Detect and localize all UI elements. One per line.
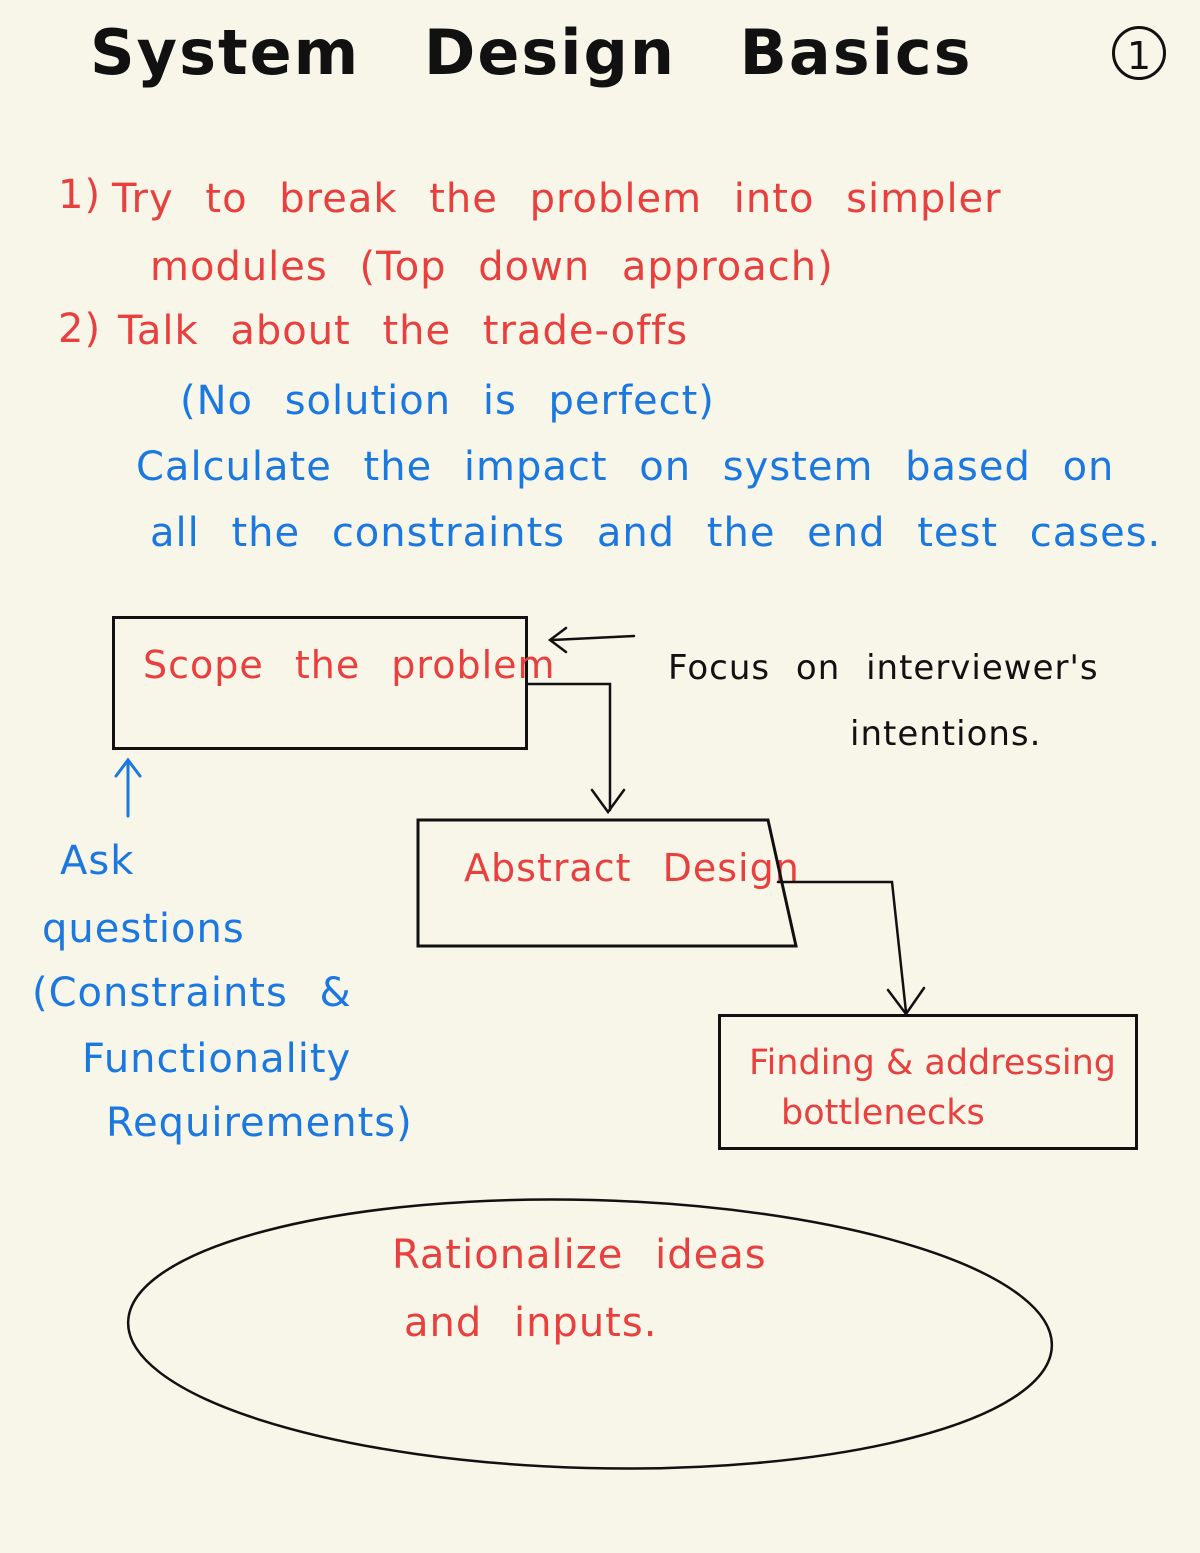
ask-line-1: Ask <box>60 838 135 884</box>
note-blue-line-2: all the constraints and the end test cas… <box>150 510 1162 556</box>
note-item-1-line-1: Try to break the problem into simpler <box>112 176 1002 222</box>
bottleneck-box-line-1: Finding & addressing <box>749 1043 1117 1083</box>
page-number-badge: 1 <box>1112 26 1166 80</box>
abstract-design-label: Abstract Design <box>464 846 800 890</box>
note-item-2-marker: 2) <box>58 306 102 352</box>
note-blue-line-1: Calculate the impact on system based on <box>136 444 1115 490</box>
page-title: System Design Basics <box>90 16 973 89</box>
scope-box: Scope the problem <box>112 616 555 750</box>
note-item-2-line-1: Talk about the trade-offs <box>118 308 689 354</box>
ask-line-3: (Constraints & <box>32 970 352 1016</box>
ellipse-line-1: Rationalize ideas <box>392 1232 767 1278</box>
focus-note-line-2: intentions. <box>850 714 1042 754</box>
rationalize-ellipse <box>126 1198 1054 1470</box>
note-item-1-marker: 1) <box>58 172 102 218</box>
note-item-2-line-2: (No solution is perfect) <box>180 378 715 424</box>
note-item-1-line-2: modules (Top down approach) <box>150 244 834 290</box>
ask-line-2: questions <box>42 906 245 952</box>
focus-arrow-icon <box>547 626 636 654</box>
focus-note-line-1: Focus on interviewer's <box>668 648 1099 688</box>
scope-box-label: Scope the problem <box>143 643 556 687</box>
ellipse-line-2: and inputs. <box>404 1300 658 1346</box>
connector-abstract-to-bottleneck <box>776 880 926 1017</box>
bottleneck-box: Finding & addressing bottlenecks <box>718 1014 1138 1150</box>
ask-line-5: Requirements) <box>106 1100 413 1146</box>
ask-line-4: Functionality <box>82 1036 352 1082</box>
connector-scope-to-abstract <box>526 682 626 815</box>
bottleneck-box-line-2: bottlenecks <box>781 1093 985 1133</box>
abstract-design-box <box>416 818 798 948</box>
up-arrow-icon <box>114 757 142 818</box>
